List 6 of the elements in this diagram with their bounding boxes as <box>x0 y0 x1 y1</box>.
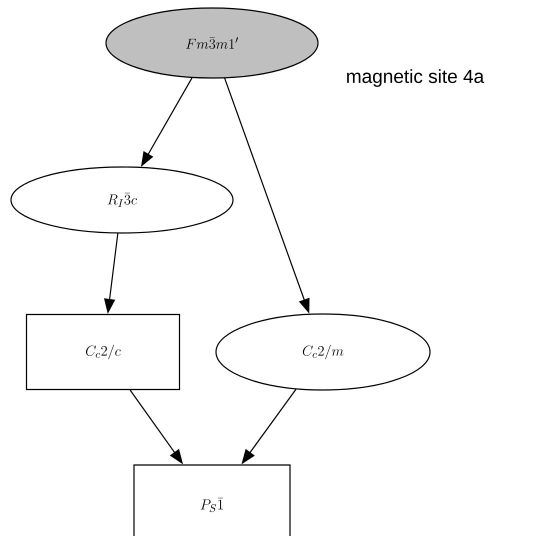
note-label: magnetic site 4a <box>347 69 484 87</box>
box-node: $P_S\bar{1}$ <box>133 464 291 536</box>
ellipse-node: $R_I\bar{3}c$ <box>10 166 234 234</box>
ellipse-node: $Fm\bar{3}m1'$ <box>105 7 319 79</box>
ellipse-node: $C_c2/m$ <box>215 313 431 391</box>
box-node: $C_c2/c$ <box>26 314 180 390</box>
